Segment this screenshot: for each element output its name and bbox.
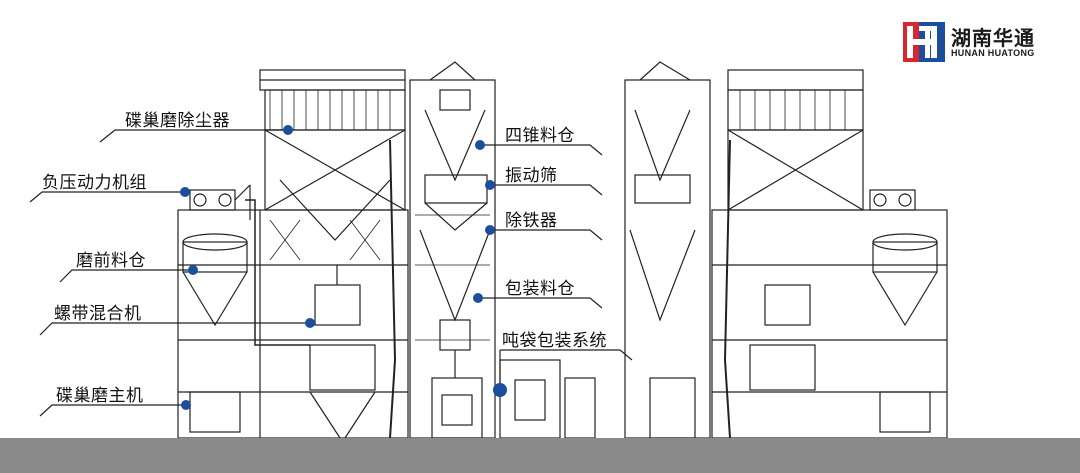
callout-dot [188,265,198,275]
label-four-cone-silo: 四锥料仓 [505,126,575,146]
callout-dot [485,180,495,190]
left-module [177,69,409,439]
callout-dot [305,318,315,328]
label-vibrating-screen: 振动筛 [505,166,558,186]
label-pre-mill-silo: 磨前料仓 [76,251,146,271]
label-negative-pressure-unit: 负压动力机组 [42,173,147,193]
callout-dot [493,383,507,397]
callout-dot [485,225,495,235]
callout-dot [180,187,190,197]
label-packing-silo: 包装料仓 [505,279,575,299]
callout-dot [283,125,293,135]
label-iron-remover: 除铁器 [505,211,558,231]
label-ribbon-mixer: 螺带混合机 [54,304,142,324]
brand-name-en: HUNAN HUATONG [951,48,1035,58]
callout-dot [181,400,191,410]
label-disc-mill-dust-collector: 碟巢磨除尘器 [125,111,230,131]
brand-name-cn: 湖南华通 [951,26,1035,50]
callout-dot [475,140,485,150]
brand-logo: 湖南华通 HUNAN HUATONG [903,22,1073,64]
huatong-logo-icon [903,22,945,62]
ground-band [0,438,1080,473]
label-disc-mill-main: 碟巢磨主机 [56,386,144,406]
label-ton-bag-system: 吨袋包装系统 [502,331,607,351]
callout-dot [473,293,483,303]
